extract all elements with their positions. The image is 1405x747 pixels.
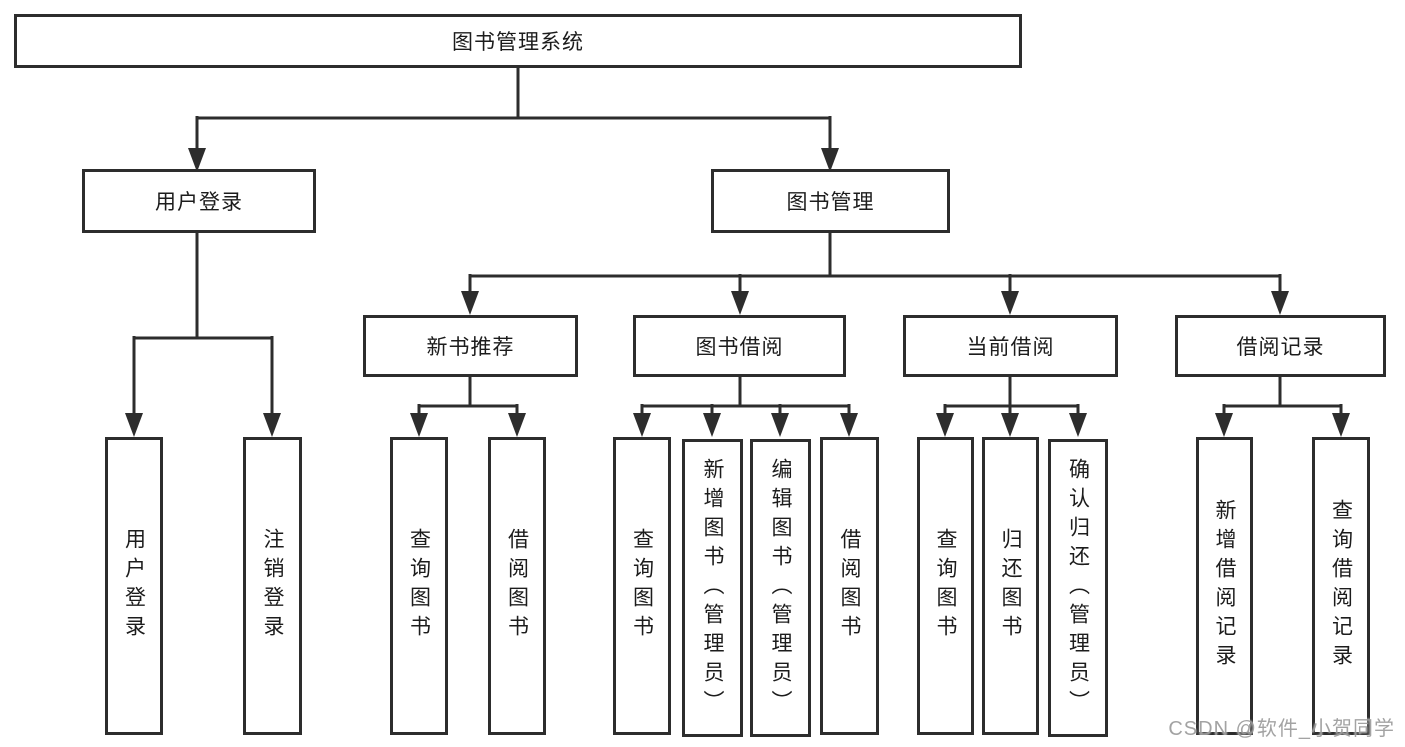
leaf-borrow-books-borrow: 借阅图书 [820, 437, 879, 735]
leaf-logout-label: 注销登录 [261, 528, 284, 644]
leaf-query-books-borrow-label: 查询图书 [630, 528, 654, 644]
leaf-return-books: 归还图书 [982, 437, 1039, 735]
leaf-confirm-return-admin-label: 确认归还（管理员） [1066, 457, 1090, 719]
node-new-book-recommend: 新书推荐 [363, 315, 578, 377]
node-borrow-records-label: 借阅记录 [1236, 336, 1325, 359]
node-root-label: 图书管理系统 [452, 31, 584, 54]
node-book-management-label: 图书管理 [786, 191, 875, 214]
leaf-query-borrow-record: 查询借阅记录 [1312, 437, 1370, 735]
leaf-query-borrow-record-label: 查询借阅记录 [1329, 499, 1353, 673]
leaf-query-books-current-label: 查询图书 [934, 528, 957, 644]
leaf-add-borrow-record-label: 新增借阅记录 [1213, 499, 1236, 673]
node-root: 图书管理系统 [14, 14, 1022, 68]
node-book-borrow-label: 图书借阅 [695, 336, 784, 359]
leaf-query-books-recommend: 查询图书 [390, 437, 448, 735]
node-user-login-label: 用户登录 [155, 191, 243, 214]
leaf-logout: 注销登录 [243, 437, 302, 735]
leaf-borrow-books-recommend: 借阅图书 [488, 437, 546, 735]
node-current-borrow-label: 当前借阅 [966, 336, 1055, 359]
leaf-add-borrow-record: 新增借阅记录 [1196, 437, 1253, 735]
leaf-borrow-books-borrow-label: 借阅图书 [838, 528, 861, 644]
node-user-login: 用户登录 [82, 169, 316, 233]
watermark-text: CSDN @软件_小贺同学 [1168, 718, 1395, 740]
leaf-add-book-admin-label: 新增图书（管理员） [701, 457, 724, 719]
node-book-management: 图书管理 [711, 169, 950, 233]
node-book-borrow: 图书借阅 [633, 315, 846, 377]
node-new-book-recommend-label: 新书推荐 [426, 336, 515, 359]
leaf-query-books-borrow: 查询图书 [613, 437, 671, 735]
leaf-edit-book-admin-label: 编辑图书（管理员） [769, 457, 792, 719]
leaf-confirm-return-admin: 确认归还（管理员） [1048, 439, 1108, 737]
leaf-add-book-admin: 新增图书（管理员） [682, 439, 743, 737]
leaf-borrow-books-recommend-label: 借阅图书 [505, 528, 529, 644]
leaf-user-login: 用户登录 [105, 437, 163, 735]
leaf-return-books-label: 归还图书 [999, 528, 1022, 644]
node-borrow-records: 借阅记录 [1175, 315, 1386, 377]
leaf-query-books-recommend-label: 查询图书 [407, 528, 431, 644]
node-current-borrow: 当前借阅 [903, 315, 1118, 377]
leaf-edit-book-admin: 编辑图书（管理员） [750, 439, 811, 737]
leaf-query-books-current: 查询图书 [917, 437, 974, 735]
leaf-user-login-label: 用户登录 [122, 528, 146, 644]
